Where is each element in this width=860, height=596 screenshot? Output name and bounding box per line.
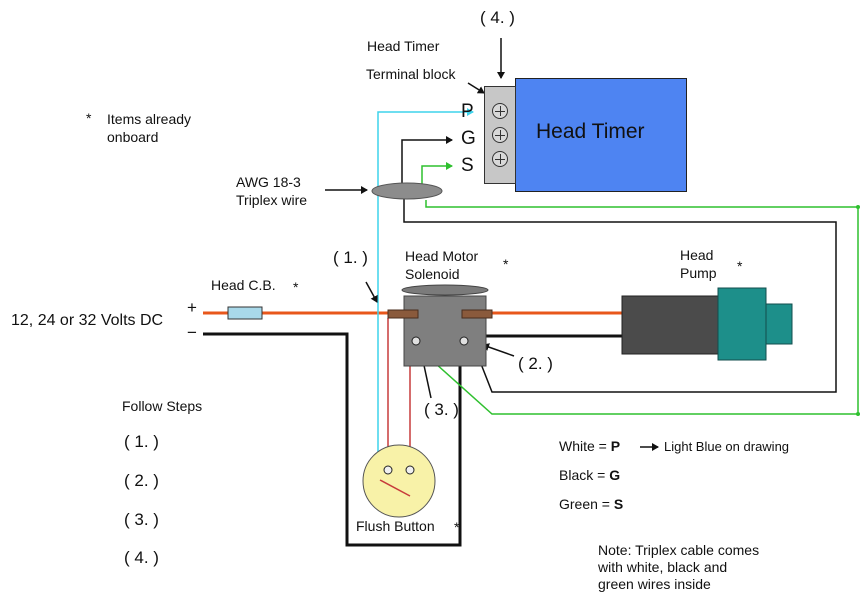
head-timer-box: Head Timer xyxy=(515,78,687,192)
pin-s-label: S xyxy=(461,155,474,176)
asterisk-solenoid: * xyxy=(503,256,509,272)
legend-color-white: White = xyxy=(559,438,611,454)
asterisk-flush: * xyxy=(454,519,460,535)
black-wire-loop xyxy=(403,198,837,393)
screw-s-icon xyxy=(492,151,508,167)
legend-color-black: Black = xyxy=(559,467,610,483)
step1-label: ( 1. ) xyxy=(333,248,368,267)
head-timer-box-label: Head Timer xyxy=(536,120,645,143)
legend-code-p: P xyxy=(610,438,621,454)
legend-light-blue-note: Light Blue on drawing xyxy=(664,439,790,454)
negative-wire xyxy=(203,332,625,547)
terminal-block-pointer-arrow xyxy=(467,82,485,94)
head-circuit-breaker xyxy=(227,306,263,320)
legend-color-green: Green = xyxy=(559,496,614,512)
asterisk-marker: * xyxy=(86,110,92,126)
follow-steps-heading: Follow Steps xyxy=(122,398,203,414)
asterisk-cb: * xyxy=(293,279,299,295)
green-wire-s xyxy=(421,162,453,190)
head-motor-solenoid xyxy=(387,284,493,367)
green-wire-loop xyxy=(415,200,859,415)
legend-code-s: S xyxy=(613,496,624,512)
step2-pointer-arrow xyxy=(482,343,515,357)
screw-g-icon xyxy=(492,127,508,143)
legend-code-g: G xyxy=(609,467,621,483)
step4-top-label: ( 4. ) xyxy=(480,8,515,27)
follow-step-1: ( 1. ) xyxy=(124,432,159,451)
voltage-label: 12, 24 or 32 Volts DC xyxy=(11,312,164,329)
screw-p-icon xyxy=(492,103,508,119)
head-pump xyxy=(621,287,793,361)
head-timer-label: Head Timer xyxy=(367,38,440,54)
pin-p-label: P xyxy=(461,101,474,122)
positive-sign: + xyxy=(187,298,197,317)
legend-row-black: Black = G xyxy=(559,467,620,483)
green-wire-top-end-dot xyxy=(856,205,860,209)
legend-row-white: White = P xyxy=(559,438,620,454)
green-wire-end-dot xyxy=(856,412,860,416)
terminal-block xyxy=(484,86,516,184)
step3-label: ( 3. ) xyxy=(424,400,459,419)
triplex-cable-icon xyxy=(371,182,443,200)
follow-step-4: ( 4. ) xyxy=(124,548,159,567)
flush-button-label: Flush Button xyxy=(356,518,435,534)
black-wire-g xyxy=(401,136,453,190)
triplex-note: Note: Triplex cable comes with white, bl… xyxy=(598,542,760,592)
white-wire-p xyxy=(377,108,474,470)
items-onboard-note: Items already onboard xyxy=(107,111,192,145)
follow-step-2: ( 2. ) xyxy=(124,471,159,490)
follow-step-3: ( 3. ) xyxy=(124,510,159,529)
legend-row-green: Green = S xyxy=(559,496,623,512)
flush-button xyxy=(362,444,436,518)
terminal-block-label: Terminal block xyxy=(366,66,456,82)
awg-triplex-label: AWG 18-3 Triplex wire xyxy=(236,174,308,208)
negative-sign: − xyxy=(187,323,197,342)
step1-pointer-arrow xyxy=(365,281,378,303)
pin-g-label: G xyxy=(461,128,476,149)
solenoid-label: Head Motor Solenoid xyxy=(405,248,479,282)
head-cb-label: Head C.B. xyxy=(211,277,276,293)
asterisk-pump: * xyxy=(737,258,743,274)
step2-label: ( 2. ) xyxy=(518,354,553,373)
head-pump-label: Head Pump xyxy=(680,247,717,281)
